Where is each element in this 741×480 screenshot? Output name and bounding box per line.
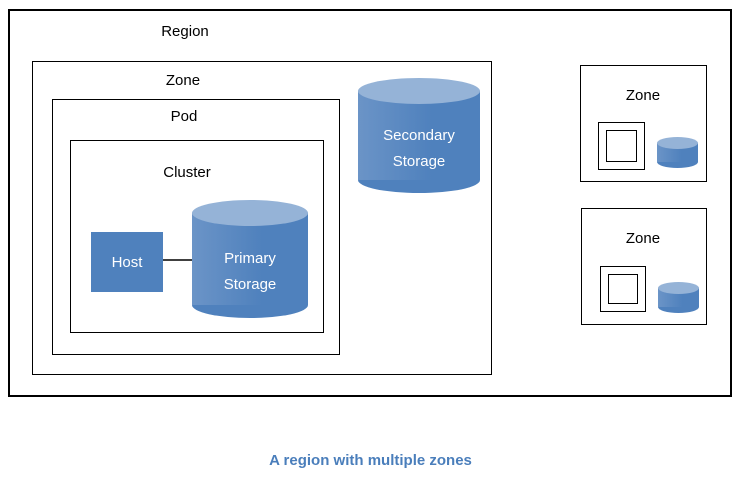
cylinder-top [658,282,699,294]
primary-storage-label-line1: Primary [224,250,276,267]
nested-pod-cluster-icon [600,266,646,312]
pod-label: Pod [170,108,198,125]
secondary-storage-cylinder: Secondary Storage [358,78,480,193]
host-storage-connector-line [163,259,192,261]
zone-right-1-label: Zone [625,87,661,104]
nested-inner-square [605,130,638,162]
primary-storage-label: Primary Storage [192,226,308,318]
zone-right-2-box [581,208,707,325]
zone-right-2-label: Zone [625,230,661,247]
pod-box [52,99,340,355]
secondary-storage-label-line2: Storage [392,152,446,170]
host-box: Host [91,232,163,292]
secondary-storage-label-line1: Secondary [383,126,455,144]
storage-cylinder-icon [658,282,699,313]
nested-pod-cluster-icon [598,122,645,170]
cylinder-body [358,91,480,180]
cylinder-top [358,78,480,104]
zone-main-label: Zone [165,72,201,89]
region-box [8,9,732,397]
host-label: Host [111,253,143,271]
nested-inner-square [607,273,639,305]
cylinder-body [192,213,308,305]
secondary-storage-label: Secondary Storage [358,104,480,193]
region-label: Region [161,23,209,40]
cluster-label: Cluster [163,164,211,181]
zone-main-box [32,61,492,375]
zone-right-1-box [580,65,707,182]
cylinder-top [192,200,308,226]
primary-storage-cylinder: Primary Storage [192,200,308,318]
cluster-box [70,140,324,333]
primary-storage-label-line2: Storage [223,276,277,293]
diagram-caption: A region with multiple zones [269,452,472,469]
storage-cylinder-icon [657,137,698,168]
cylinder-top [657,137,698,149]
